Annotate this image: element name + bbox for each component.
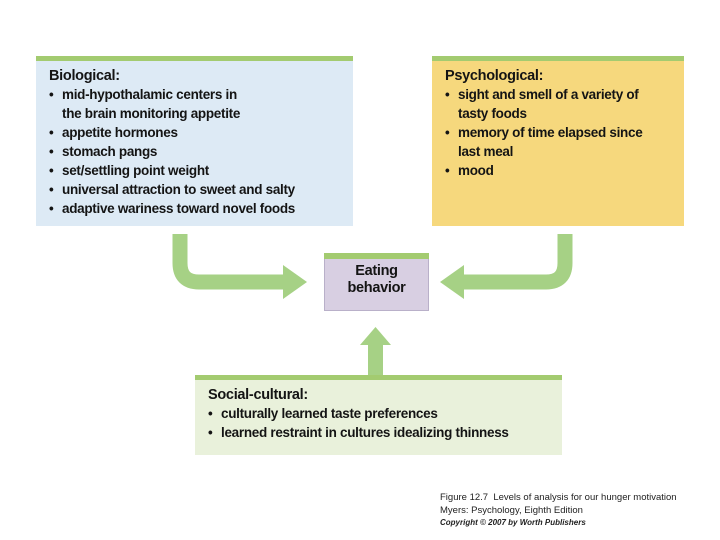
social-cultural-accent-bar: [195, 375, 562, 380]
bullet-marker: •: [49, 144, 54, 159]
figure-caption-copyright: Copyright © 2007 by Worth Publishers: [440, 518, 586, 527]
psychological-bullet-list: • sight and smell of a variety of tasty f…: [445, 85, 676, 180]
bullet-item: • stomach pangs: [49, 142, 345, 161]
bullet-text: appetite hormones: [62, 125, 178, 140]
bullet-text: universal attraction to sweet and salty: [62, 182, 295, 197]
figure-caption: Figure 12.7 Levels of analysis for our h…: [440, 492, 710, 528]
bullet-text: adaptive wariness toward novel foods: [62, 201, 296, 216]
social-cultural-box: Social-cultural: • culturally learned tas…: [195, 375, 562, 455]
arrow-social-to-eating: [360, 327, 391, 375]
bullet-marker: •: [445, 87, 450, 102]
eating-behavior-accent-bar: [324, 253, 429, 259]
bullet-marker: •: [49, 201, 54, 216]
bullet-item: • memory of time elapsed since last meal: [445, 123, 676, 161]
arrow-psychological-to-eating: [440, 234, 573, 299]
bullet-item: • learned restraint in cultures idealizin…: [208, 423, 554, 442]
bullet-item: • set/settling point weight: [49, 161, 345, 180]
bullet-marker: •: [208, 406, 213, 421]
social-cultural-heading: Social-cultural:: [208, 387, 308, 403]
psychological-accent-bar: [432, 56, 684, 61]
bullet-item: • mood: [445, 161, 676, 180]
bullet-marker: •: [208, 425, 213, 440]
bullet-marker: •: [445, 125, 450, 140]
bullet-item: • appetite hormones: [49, 123, 345, 142]
biological-bullet-list: • mid-hypothalamic centers in the brain m…: [49, 85, 345, 218]
eating-behavior-label: Eating behavior: [347, 263, 406, 296]
psychological-heading: Psychological:: [445, 68, 544, 84]
bullet-text: culturally learned taste preferences: [221, 406, 438, 421]
figure-caption-source: Myers: Psychology, Eighth Edition: [440, 504, 583, 516]
bullet-text: stomach pangs: [62, 144, 158, 159]
bullet-text: mid-hypothalamic centers in the brain mo…: [62, 87, 241, 121]
eating-behavior-box: Eating behavior: [324, 253, 429, 311]
psychological-box: Psychological: • sight and smell of a var…: [432, 56, 684, 226]
bullet-item: • adaptive wariness toward novel foods: [49, 199, 345, 218]
bullet-marker: •: [49, 87, 54, 102]
bullet-marker: •: [49, 182, 54, 197]
bullet-text: sight and smell of a variety of tasty fo…: [458, 87, 639, 121]
bullet-item: • universal attraction to sweet and salty: [49, 180, 345, 199]
bullet-text: learned restraint in cultures idealizing…: [221, 425, 509, 440]
bullet-item: • mid-hypothalamic centers in the brain m…: [49, 85, 345, 123]
bullet-item: • culturally learned taste preferences: [208, 404, 554, 423]
biological-box: Biological: • mid-hypothalamic centers in…: [36, 56, 353, 226]
arrow-biological-to-eating: [172, 234, 307, 299]
bullet-marker: •: [445, 163, 450, 178]
social-cultural-bullet-list: • culturally learned taste preferences • le…: [208, 404, 554, 442]
biological-accent-bar: [36, 56, 353, 61]
bullet-marker: •: [49, 125, 54, 140]
bullet-marker: •: [49, 163, 54, 178]
biological-heading: Biological:: [49, 68, 120, 84]
bullet-item: • sight and smell of a variety of tasty f…: [445, 85, 676, 123]
bullet-text: set/settling point weight: [62, 163, 209, 178]
figure-caption-title: Figure 12.7 Levels of analysis for our h…: [440, 492, 677, 503]
bullet-text: mood: [458, 163, 494, 178]
bullet-text: memory of time elapsed since last meal: [458, 125, 643, 159]
